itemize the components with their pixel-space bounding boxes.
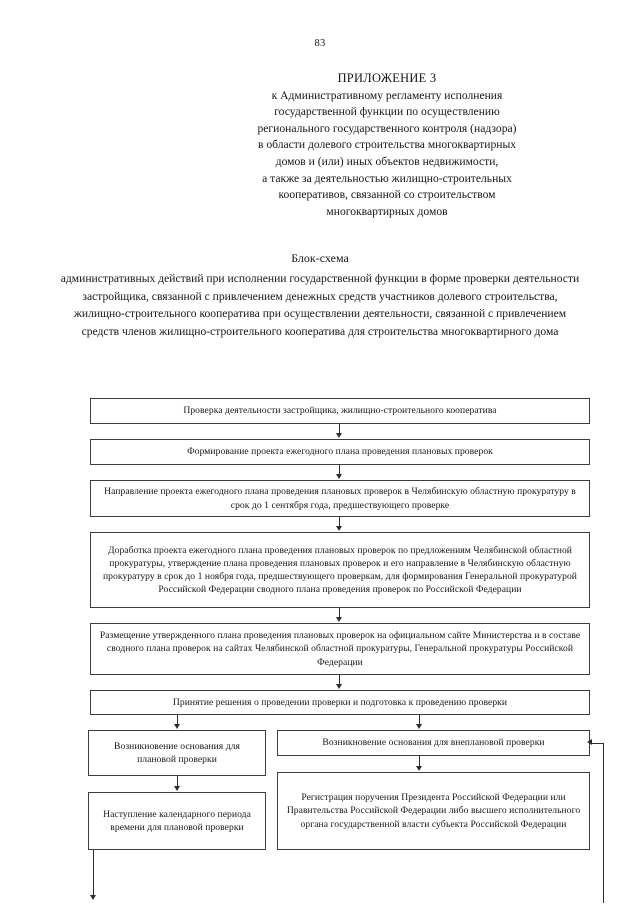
node-label: Направление проекта ежегодного плана про… bbox=[104, 486, 576, 511]
node-label: Доработка проекта ежегодного плана прове… bbox=[103, 544, 577, 596]
appendix-line-7: кооперативов, связанной со строительство… bbox=[278, 188, 496, 202]
connector-left-1-2 bbox=[177, 776, 178, 788]
arrow-down-icon bbox=[174, 724, 180, 729]
appendix-line-8: многоквартирных домов bbox=[326, 204, 448, 218]
node-label: Регистрация поручения Президента Российс… bbox=[286, 792, 581, 830]
connector-1-2 bbox=[339, 424, 340, 435]
appendix-line-1: к Административному регламенту исполнени… bbox=[271, 88, 503, 102]
arrow-down-icon bbox=[336, 433, 342, 438]
node-revise-and-approve-plan: Доработка проекта ежегодного плана прове… bbox=[90, 532, 590, 608]
node-grounds-scheduled-inspection: Возникновение основания для плановой про… bbox=[88, 730, 266, 776]
node-label: Размещение утвержденного плана проведени… bbox=[99, 630, 581, 668]
node-label: Возникновение основания для внеплановой … bbox=[322, 737, 545, 749]
node-publish-approved-plan: Размещение утвержденного плана проведени… bbox=[90, 623, 590, 675]
appendix-header: ПРИЛОЖЕНИЕ 3 к Административному регламе… bbox=[186, 70, 588, 220]
node-send-draft-to-prosecutor: Направление проекта ежегодного плана про… bbox=[90, 480, 590, 517]
appendix-title: ПРИЛОЖЕНИЕ 3 bbox=[337, 71, 437, 85]
arrow-down-icon bbox=[416, 766, 422, 771]
node-inspection-of-developer: Проверка деятельности застройщика, жилищ… bbox=[90, 398, 590, 424]
connector-right-return-vertical bbox=[603, 743, 604, 903]
flowchart-title: Блок-схема bbox=[291, 251, 349, 265]
connector-3-4 bbox=[339, 517, 340, 528]
node-label: Возникновение основания для плановой про… bbox=[114, 740, 240, 765]
arrow-down-icon bbox=[174, 786, 180, 791]
connector-6-right bbox=[419, 715, 420, 726]
arrow-down-icon bbox=[416, 724, 422, 729]
connector-right-return-horizontal bbox=[592, 743, 604, 744]
node-grounds-unscheduled-inspection: Возникновение основания для внеплановой … bbox=[277, 730, 590, 756]
flowchart: Проверка деятельности застройщика, жилищ… bbox=[0, 398, 640, 903]
arrow-down-icon bbox=[336, 684, 342, 689]
node-label: Проверка деятельности застройщика, жилищ… bbox=[183, 405, 497, 417]
flowchart-subtitle: административных действий при исполнении… bbox=[60, 272, 580, 338]
node-draft-annual-plan: Формирование проекта ежегодного плана пр… bbox=[90, 439, 590, 465]
appendix-line-5: домов и (или) иных объектов недвижимости… bbox=[275, 154, 499, 168]
node-label: Наступление календарного периода времени… bbox=[103, 808, 251, 833]
page-number: 83 bbox=[314, 38, 326, 49]
connector-6-left bbox=[177, 715, 178, 726]
arrow-down-icon bbox=[336, 474, 342, 479]
node-decision-and-preparation: Принятие решения о проведении проверки и… bbox=[90, 690, 590, 715]
flowchart-title-block: Блок-схема административных действий при… bbox=[56, 250, 584, 340]
connector-4-5 bbox=[339, 608, 340, 619]
appendix-line-3: регионального государственного контроля … bbox=[257, 121, 517, 135]
arrow-down-icon bbox=[336, 617, 342, 622]
appendix-line-2: государственной функции по осуществлению bbox=[274, 105, 500, 119]
connector-5-6 bbox=[339, 675, 340, 686]
connector-2-3 bbox=[339, 465, 340, 476]
node-calendar-period-arrival: Наступление календарного периода времени… bbox=[88, 792, 266, 850]
node-registration-of-instruction: Регистрация поручения Президента Российс… bbox=[277, 772, 590, 850]
node-label: Формирование проекта ежегодного плана пр… bbox=[187, 446, 493, 458]
appendix-line-4: в области долевого строительства многокв… bbox=[257, 138, 517, 152]
connector-right-1-2 bbox=[419, 756, 420, 768]
appendix-line-6: а также за деятельностью жилищно-строите… bbox=[262, 171, 512, 185]
arrow-down-icon bbox=[90, 895, 96, 900]
arrow-left-icon bbox=[587, 739, 592, 745]
connector-left-exit bbox=[93, 850, 94, 897]
arrow-down-icon bbox=[336, 526, 342, 531]
node-label: Принятие решения о проведении проверки и… bbox=[172, 696, 508, 708]
